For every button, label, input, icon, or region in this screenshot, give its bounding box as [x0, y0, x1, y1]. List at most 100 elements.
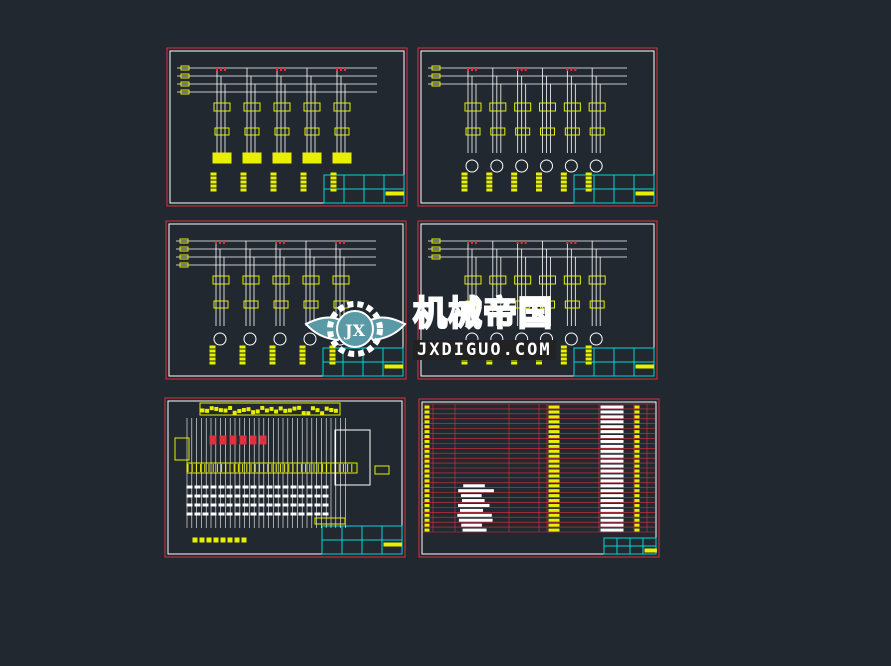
label — [560, 180, 567, 184]
contactor — [588, 102, 606, 112]
label — [486, 176, 493, 180]
label — [486, 361, 493, 365]
title-block-text — [385, 191, 405, 196]
table-cell-text — [424, 435, 430, 439]
contactor — [303, 102, 321, 112]
wire-label — [194, 494, 201, 498]
contactor — [563, 275, 581, 285]
thermal-relay — [589, 300, 605, 309]
table-cell-text — [548, 503, 560, 507]
relay-label — [239, 435, 247, 445]
label — [560, 176, 567, 180]
label — [240, 184, 247, 188]
terminal-block — [242, 152, 262, 164]
thermal-relay — [214, 127, 230, 136]
table-cell-text — [634, 459, 640, 463]
label — [329, 408, 334, 413]
wire-label — [234, 512, 241, 516]
contactor — [242, 275, 260, 285]
header-labels — [199, 402, 341, 416]
table-cell-text — [600, 484, 624, 488]
table-cell-text — [600, 464, 624, 468]
wire-label — [202, 503, 209, 507]
sheet-inner-border — [169, 50, 405, 204]
label — [301, 411, 306, 416]
table-cell-text — [600, 523, 624, 527]
table-cell-text — [634, 503, 640, 507]
label — [209, 353, 216, 357]
fuse — [179, 262, 189, 268]
wire-label — [322, 512, 329, 516]
label — [239, 353, 246, 357]
wire-label — [186, 503, 193, 507]
label — [329, 361, 336, 365]
table-cell-text — [600, 489, 624, 493]
label — [241, 537, 247, 543]
relay-label — [249, 435, 257, 445]
motor-symbol — [564, 159, 578, 173]
wire-label — [258, 503, 265, 507]
table-cell-text — [634, 479, 640, 483]
label — [461, 188, 468, 192]
terminal-block — [302, 152, 322, 164]
wire-label — [234, 494, 241, 498]
table-cell-text — [548, 439, 560, 443]
table-cell-text — [548, 430, 560, 434]
label — [209, 357, 216, 361]
table-cell-text — [424, 449, 430, 453]
wire-label — [194, 503, 201, 507]
device — [174, 437, 190, 461]
label — [329, 357, 336, 361]
wire-label — [226, 494, 233, 498]
fuse — [179, 238, 189, 244]
sheet-border-5[interactable] — [164, 397, 406, 558]
thermal-relay — [465, 300, 481, 309]
wire-label — [186, 494, 193, 498]
table-cell-text — [548, 415, 560, 419]
label — [299, 361, 306, 365]
label — [536, 176, 542, 180]
wire-label — [314, 503, 321, 507]
label — [299, 357, 306, 361]
table-cell-text — [634, 454, 640, 458]
wire-label — [290, 485, 297, 489]
sheet-border-3[interactable] — [165, 220, 407, 380]
wire-label — [218, 494, 225, 498]
contactor — [332, 275, 350, 285]
sheet-border-4[interactable] — [417, 220, 658, 380]
sheet-border-6[interactable] — [418, 398, 660, 558]
table-cell-text — [424, 513, 430, 517]
terminal-block — [272, 152, 292, 164]
label — [511, 188, 518, 192]
label — [240, 172, 247, 176]
label — [251, 410, 256, 415]
thermal-relay — [334, 127, 350, 136]
label — [210, 172, 217, 176]
label — [199, 537, 205, 543]
label — [299, 345, 306, 349]
motor-symbol — [589, 332, 603, 346]
label — [585, 349, 592, 353]
label — [209, 349, 216, 353]
sheet-border-2[interactable] — [417, 47, 658, 207]
table-cell-text — [600, 508, 624, 512]
label — [300, 180, 307, 184]
table-cell-text — [600, 454, 624, 458]
wire-label — [242, 485, 249, 489]
table-cell-text — [548, 449, 560, 453]
label — [237, 409, 242, 414]
label — [269, 357, 276, 361]
title-block-text — [384, 364, 404, 369]
label — [300, 188, 307, 192]
label — [585, 176, 592, 180]
wire-label — [282, 485, 289, 489]
label — [536, 172, 542, 176]
sheet-border-1[interactable] — [166, 47, 408, 207]
label — [585, 353, 592, 357]
table-cell-text — [600, 430, 624, 434]
label — [486, 188, 493, 192]
thermal-relay — [303, 300, 319, 309]
motor-symbol — [243, 332, 257, 346]
